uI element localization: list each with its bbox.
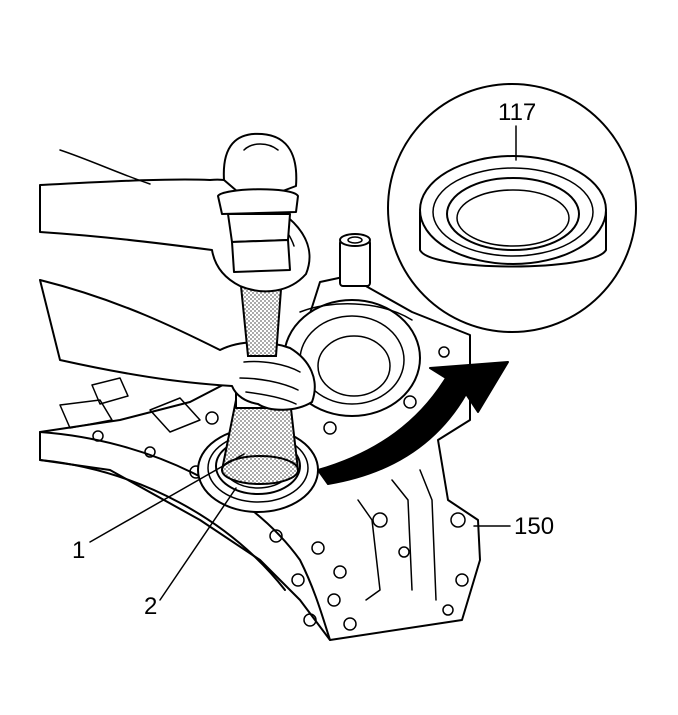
lower-hand — [39, 279, 316, 411]
upper-bore — [283, 299, 421, 417]
leader-lines — [89, 125, 517, 601]
callout-117: 117 — [498, 99, 536, 126]
callout-150: 150 — [514, 513, 554, 540]
breather-tube — [339, 233, 371, 287]
oil-seal-117 — [419, 155, 607, 268]
callout-1: 1 — [72, 537, 85, 564]
hammer — [217, 132, 299, 273]
callout-2: 2 — [144, 593, 157, 620]
magnify-arrow — [317, 361, 509, 485]
